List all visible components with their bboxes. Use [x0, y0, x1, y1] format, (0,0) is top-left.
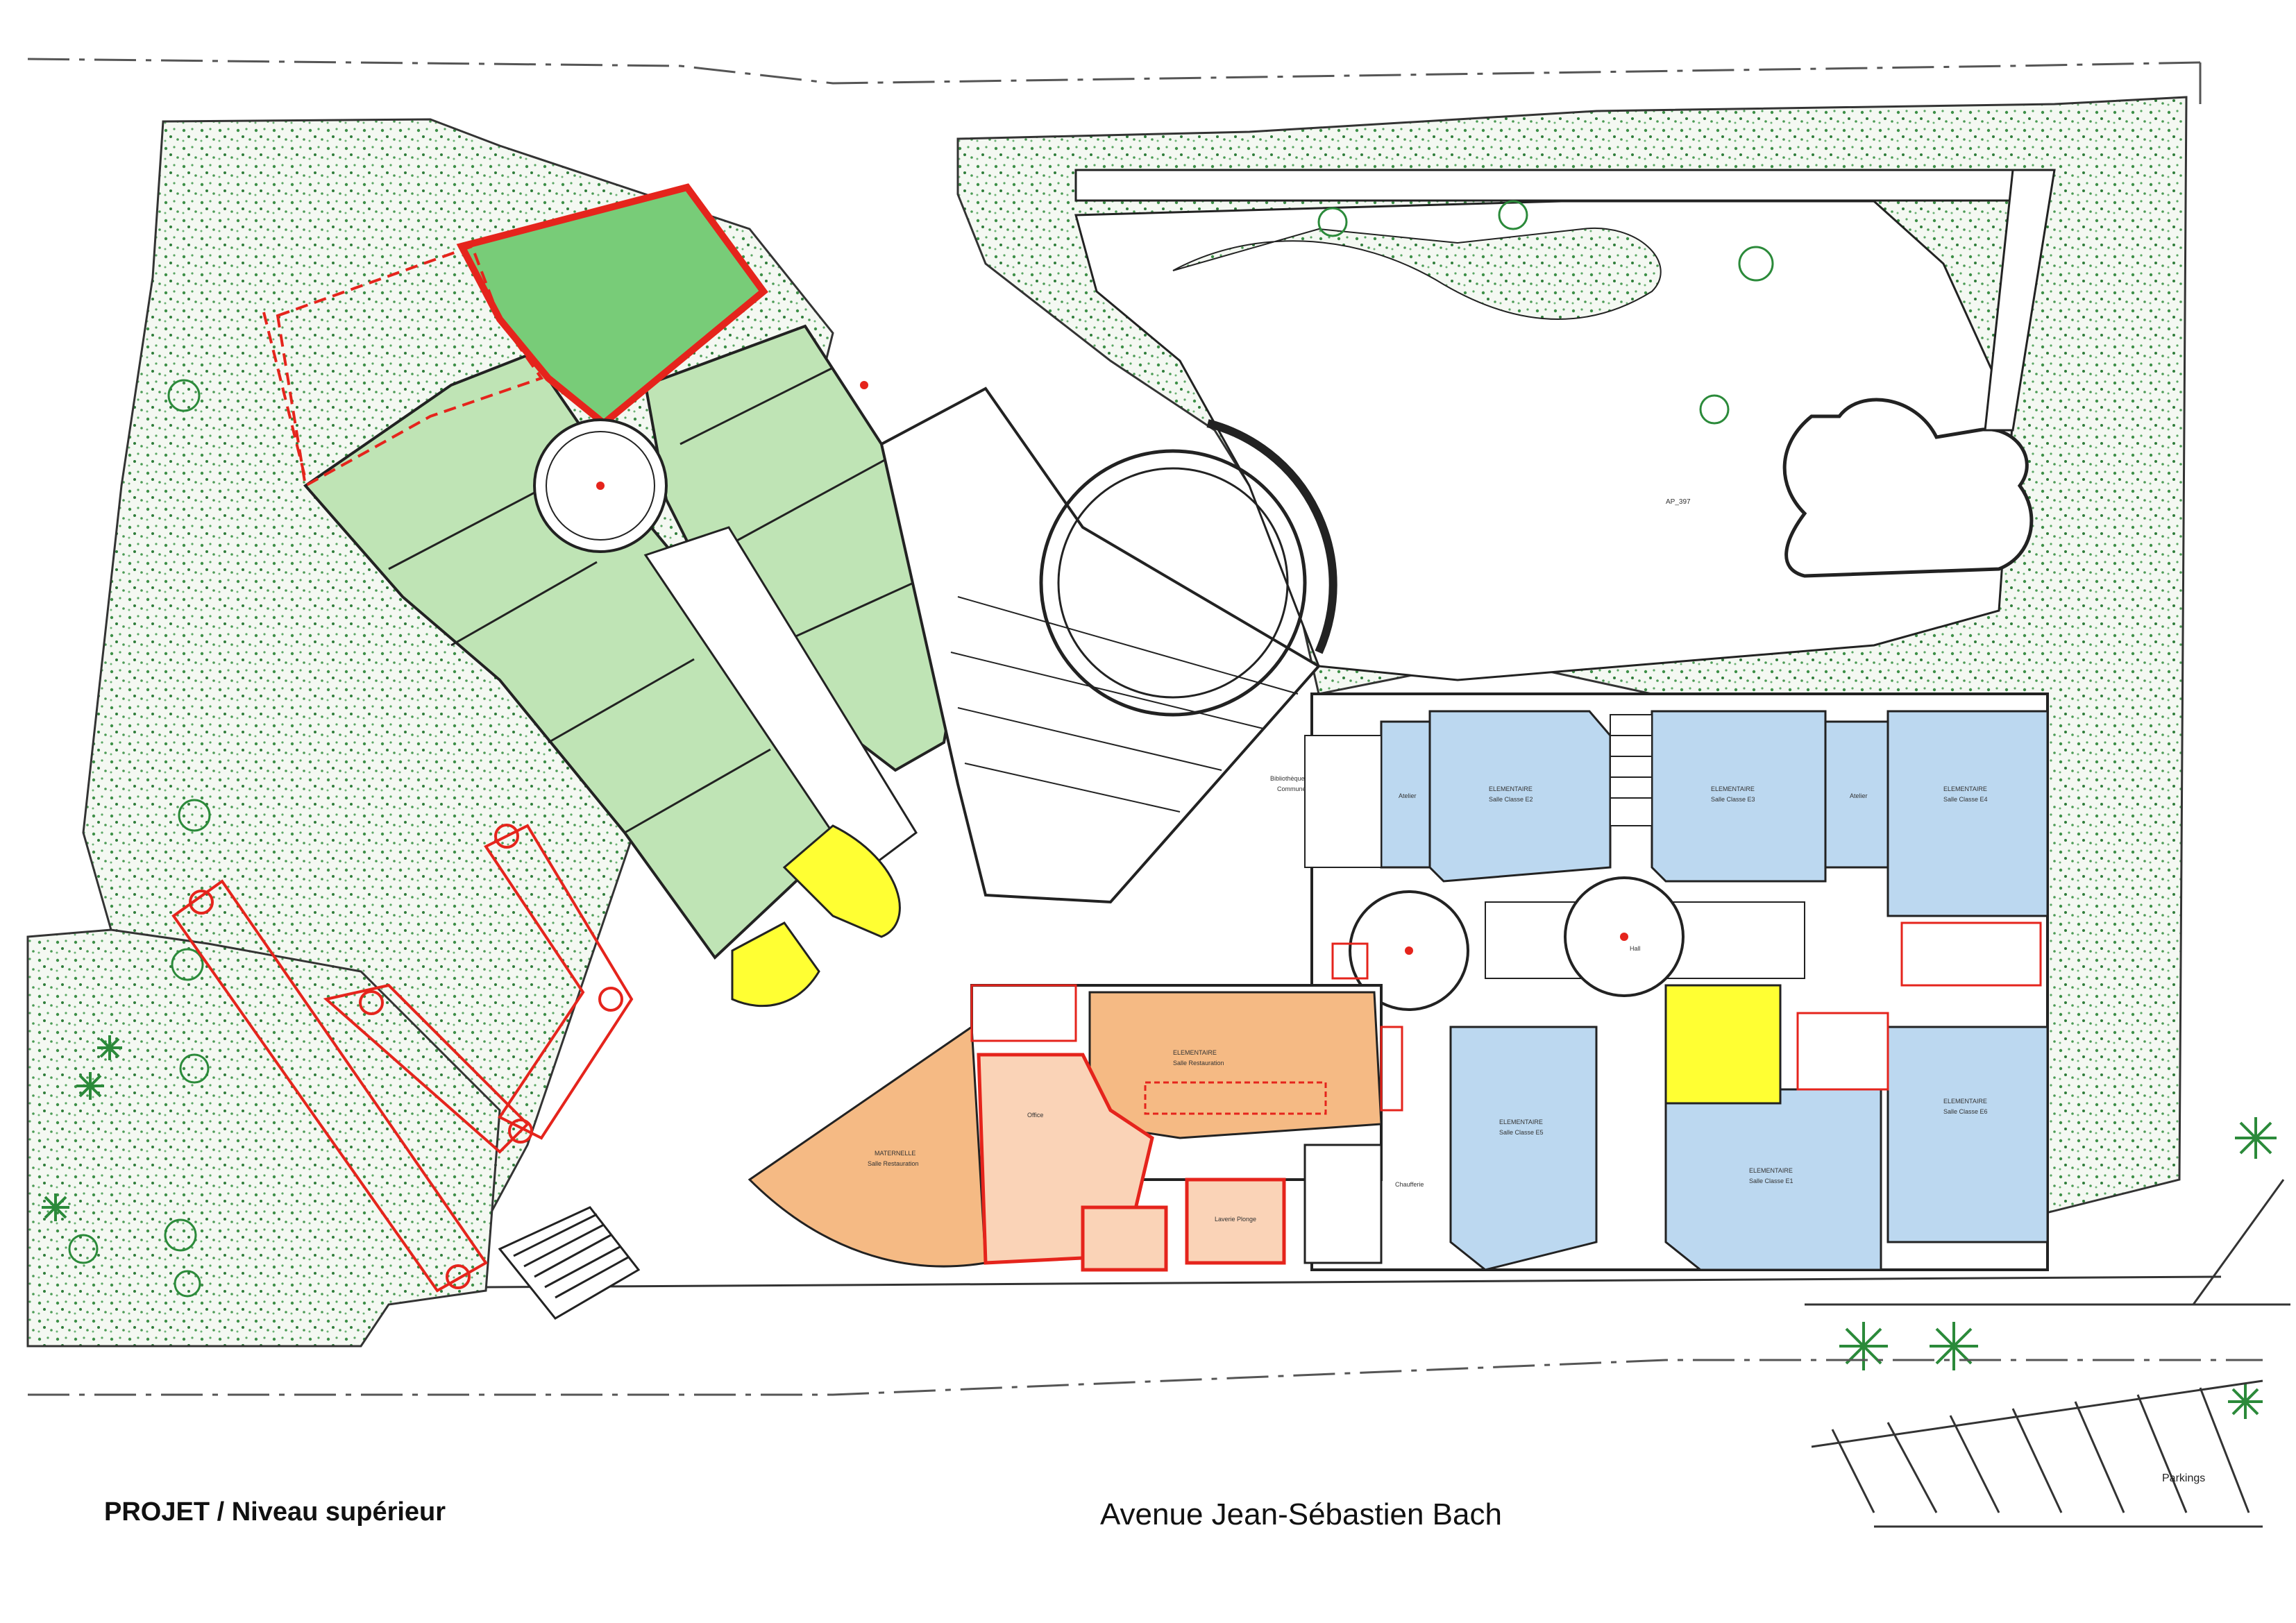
site-boundary: [27, 58, 2263, 1396]
label-restauration-elem: Salle Restauration: [1173, 1060, 1224, 1067]
label-office: Office: [1027, 1112, 1043, 1119]
label-commune: Commune: [1277, 785, 1306, 792]
covered-area: [879, 386, 1337, 904]
street-name: Avenue Jean-Sébastien Bach: [1100, 1497, 1502, 1531]
label-elementaire-3: ELEMENTAIRE: [1943, 785, 1987, 792]
label-atelier-2: Atelier: [1850, 792, 1868, 799]
label-elementaire-4: ELEMENTAIRE: [1499, 1119, 1543, 1125]
red-extension: [262, 244, 544, 488]
label-classe-e5: Salle Classe E5: [1499, 1129, 1544, 1136]
palm-symbols: [42, 1035, 2277, 1419]
play-structure: [171, 824, 634, 1293]
label-classe-e3: Salle Classe E3: [1711, 796, 1755, 803]
room-labels: Bibliothèque Commune Atelier Atelier ELE…: [868, 498, 1988, 1223]
plan-title: PROJET / Niveau supérieur: [104, 1497, 446, 1527]
maternelle-wing: [303, 183, 981, 1008]
label-elementaire-1: ELEMENTAIRE: [1489, 785, 1533, 792]
label-atelier-1: Atelier: [1399, 792, 1417, 799]
red-annotations: [596, 381, 1628, 955]
label-restauration-mat: Salle Restauration: [868, 1160, 919, 1167]
label-elementaire-2: ELEMENTAIRE: [1711, 785, 1755, 792]
label-elementaire-rest: ELEMENTAIRE: [1173, 1049, 1217, 1056]
label-bibliotheque: Bibliothèque: [1270, 775, 1305, 782]
label-hall: Hall: [1630, 945, 1641, 952]
label-elementaire-6: ELEMENTAIRE: [1943, 1098, 1987, 1105]
label-classe-e6: Salle Classe E6: [1943, 1108, 1988, 1115]
stairs: [498, 1206, 641, 1320]
label-classe-e2: Salle Classe E2: [1489, 796, 1533, 803]
label-chaufferie: Chaufferie: [1395, 1181, 1424, 1188]
avenue-road: [485, 1179, 2290, 1528]
label-maternelle: MATERNELLE: [875, 1150, 915, 1157]
label-parcel: AP_397: [1666, 498, 1691, 506]
label-laverie: Laverie Plonge: [1215, 1216, 1256, 1223]
label-classe-e4: Salle Classe E4: [1943, 796, 1988, 803]
parking-stalls: [1811, 1379, 2263, 1513]
elementaire-block: [1304, 692, 2049, 1271]
label-elementaire-5: ELEMENTAIRE: [1749, 1167, 1793, 1174]
restauration-block: [748, 984, 1403, 1272]
parkings-label: Parkings: [2162, 1472, 2205, 1484]
label-classe-e1: Salle Classe E1: [1749, 1178, 1793, 1184]
